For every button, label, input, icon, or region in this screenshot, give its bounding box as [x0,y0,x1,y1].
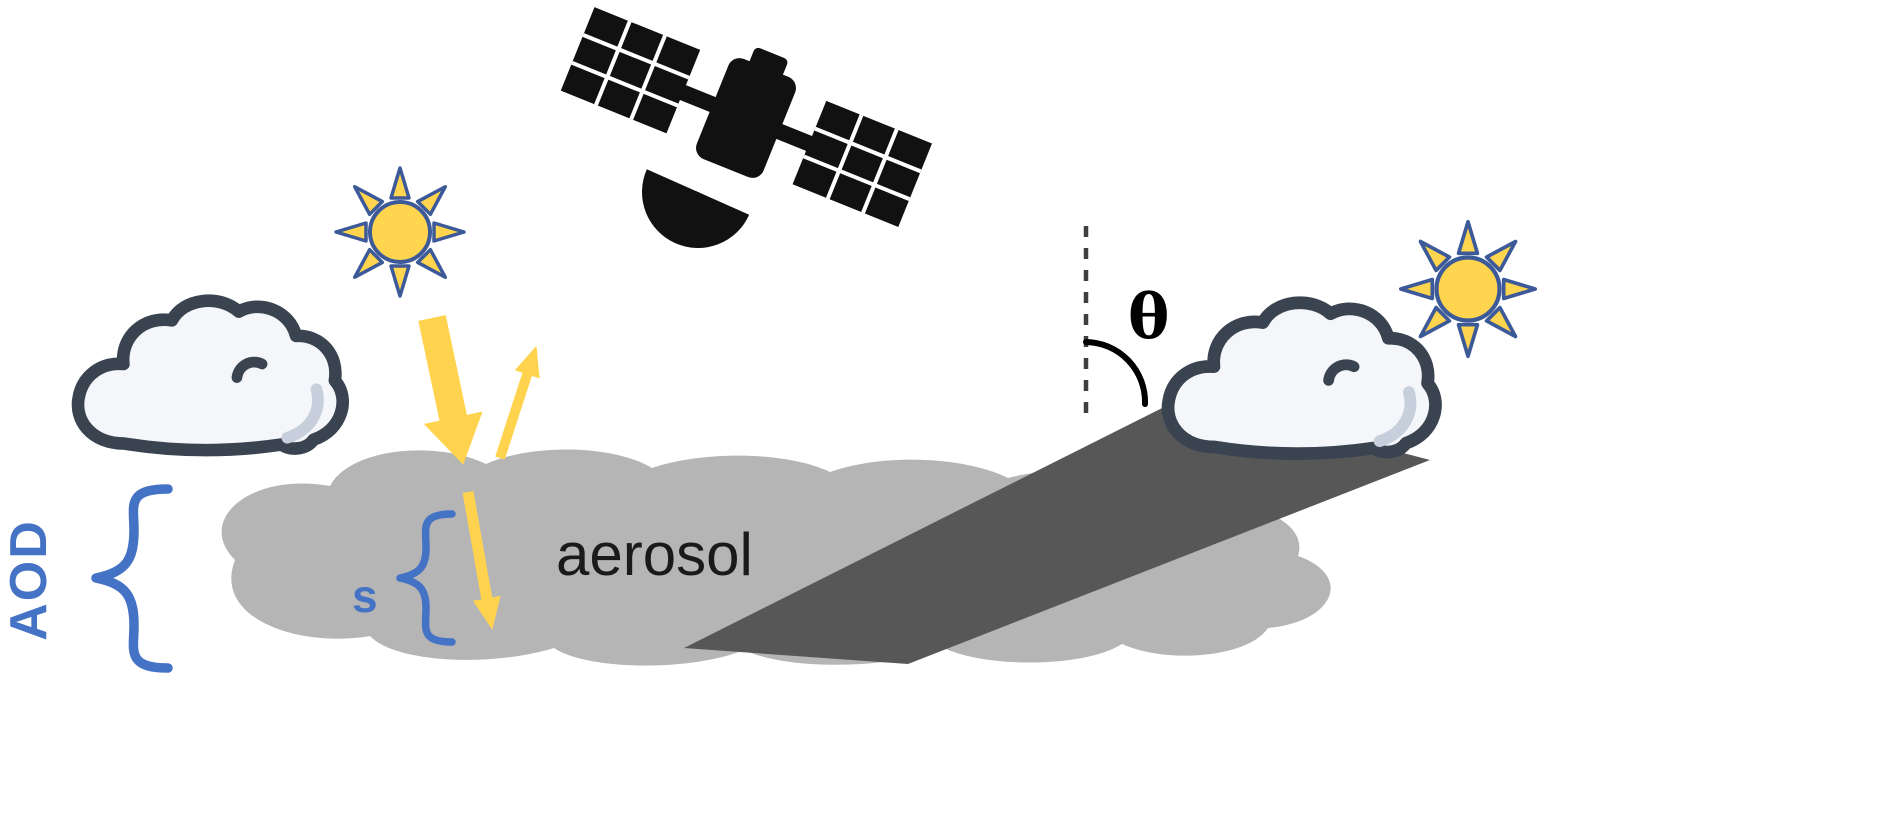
satellite-antenna-stick [678,190,701,232]
cloud-icon-right [1168,303,1435,454]
satellite-antenna-tip [672,227,687,242]
satellite-panel-left-grid [571,20,690,120]
satellite-panel-right [792,100,932,227]
theta-label: θ [1128,280,1169,353]
incident-arrow-shape [418,315,483,465]
cloud-icon-left [78,301,343,451]
s-label: s [352,570,378,622]
transmitted-arrow-shape [462,491,501,630]
scattered-arrow-shape [495,345,540,460]
aod-label: AOD [0,519,58,641]
scattered-sunlight-arrow [495,345,540,460]
aod-brace [91,484,173,673]
satellite-icon [560,7,932,248]
sun-icon-left [334,166,466,298]
satellite-cap [749,47,788,77]
sun-icon-right [1401,222,1535,356]
satellite-dish-dome [642,169,750,248]
incident-sunlight-arrow [418,315,483,465]
satellite-body [696,58,796,178]
satellite-panel-right-grid [803,114,922,214]
aerosol-label: aerosol [556,521,753,588]
shadow-beam [684,396,1430,664]
satellite-body-group [560,7,932,227]
s-brace [396,510,456,646]
satellite-dish [642,169,750,248]
transmitted-sunlight-arrow [462,491,501,630]
satellite-panel-left [560,7,701,134]
view-angle-arc [1083,339,1149,407]
